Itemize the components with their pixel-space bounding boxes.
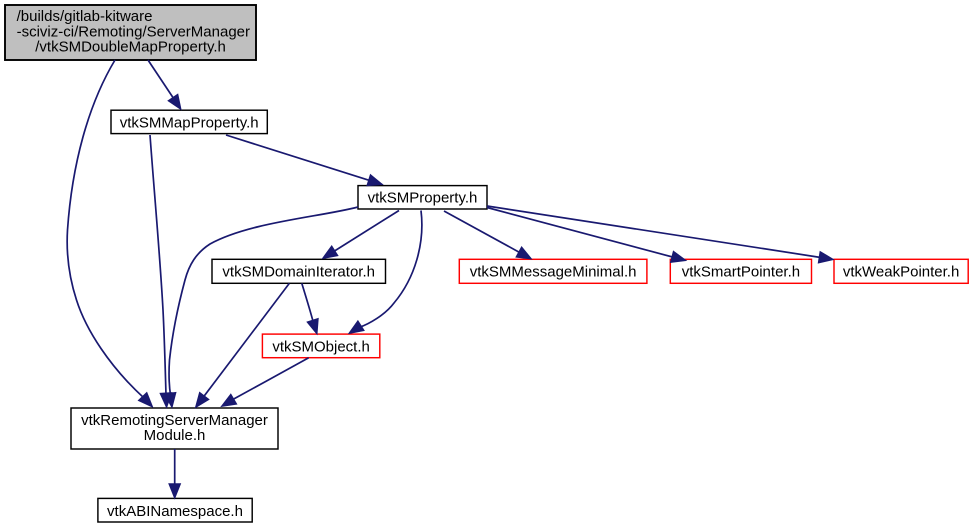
svg-text:Module.h: Module.h <box>144 427 206 444</box>
svg-text:vtkWeakPointer.h: vtkWeakPointer.h <box>843 264 959 281</box>
svg-text:vtkSMDomainIterator.h: vtkSMDomainIterator.h <box>222 264 375 281</box>
svg-text:vtkSMObject.h: vtkSMObject.h <box>272 338 370 355</box>
svg-text:/builds/gitlab-kitware: /builds/gitlab-kitware <box>17 8 153 25</box>
svg-text:/vtkSMDoubleMapProperty.h: /vtkSMDoubleMapProperty.h <box>35 39 226 56</box>
svg-text:vtkRemotingServerManager: vtkRemotingServerManager <box>81 412 268 429</box>
svg-text:vtkSMMapProperty.h: vtkSMMapProperty.h <box>120 114 259 131</box>
svg-text:vtkABINamespace.h: vtkABINamespace.h <box>107 503 243 520</box>
svg-text:vtkSmartPointer.h: vtkSmartPointer.h <box>682 264 800 281</box>
svg-text:vtkSMMessageMinimal.h: vtkSMMessageMinimal.h <box>470 264 637 281</box>
svg-text:vtkSMProperty.h: vtkSMProperty.h <box>368 190 478 207</box>
svg-text:-sciviz-ci/Remoting/ServerMana: -sciviz-ci/Remoting/ServerManager <box>17 23 250 40</box>
